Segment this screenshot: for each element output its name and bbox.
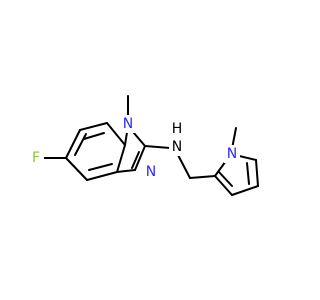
bond xyxy=(231,185,259,196)
bond xyxy=(255,159,259,187)
bond xyxy=(177,154,191,179)
bond xyxy=(86,171,118,181)
bond xyxy=(116,144,126,173)
atom-labels: F N N N H N xyxy=(28,115,240,181)
bond xyxy=(134,145,146,171)
bond xyxy=(246,162,250,185)
bond xyxy=(144,145,171,149)
bond xyxy=(83,132,105,140)
atom-label-fluorine: F xyxy=(32,150,40,166)
bond xyxy=(214,175,233,196)
bond xyxy=(106,122,126,146)
bond xyxy=(218,171,233,187)
bond xyxy=(74,133,87,156)
bond xyxy=(116,169,136,173)
atom-label-nitrogen-methyl: N xyxy=(123,116,133,132)
molecule-structure-diagram: F N N N H N xyxy=(28,95,259,196)
bond xyxy=(189,175,216,179)
atom-label-nitrogen-amine: N xyxy=(172,139,182,155)
bond xyxy=(65,157,88,181)
bond xyxy=(65,129,81,159)
bond xyxy=(79,122,108,131)
atom-label-nitrogen-imidazole: N xyxy=(146,164,156,180)
atom-label-hydrogen-amine: H xyxy=(172,121,183,137)
bond xyxy=(88,163,113,171)
bond xyxy=(131,151,140,169)
atom-label-nitrogen-pyrrole: N xyxy=(227,146,237,162)
